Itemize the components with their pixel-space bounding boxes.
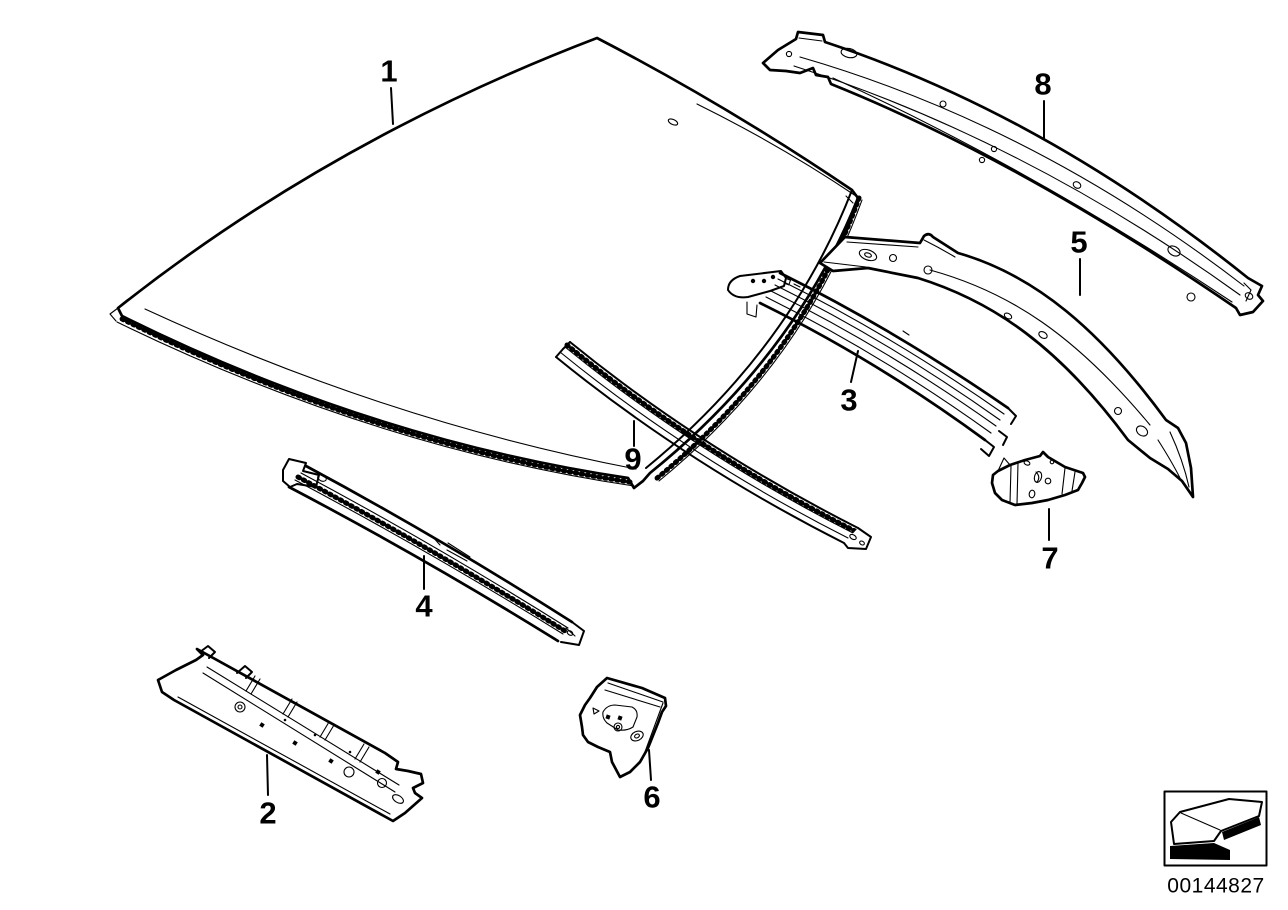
part-4-front-roof-bow-drawing [282,458,585,646]
callout-9[interactable]: 9 [624,441,642,477]
callout-8[interactable]: 8 [1034,66,1052,102]
part-6-bracket-drawing [578,676,668,779]
callout-5[interactable]: 5 [1070,224,1088,260]
part-3-roof-bow-drawing [727,270,1017,457]
part-5-side-frame-rail-drawing [818,232,1195,499]
callout-leader-lines [266,87,1081,796]
part-1-roof-panel-drawing [109,36,863,490]
callout-4[interactable]: 4 [415,588,433,624]
direction-arrow-icon [1170,798,1263,860]
callout-7[interactable]: 7 [1041,540,1059,576]
doc-number: 00144827 [1167,874,1265,898]
part-2-header-panel-drawing [156,645,425,823]
callout-1[interactable]: 1 [380,53,398,89]
callout-6[interactable]: 6 [643,779,661,815]
part-9-roof-rail-drawing [555,341,872,550]
part-7-bracket-drawing [990,450,1087,507]
callout-2[interactable]: 2 [259,795,277,831]
callout-3[interactable]: 3 [840,382,858,418]
stamp-box [1163,790,1268,867]
part-8-header-rail-drawing [761,30,1265,317]
